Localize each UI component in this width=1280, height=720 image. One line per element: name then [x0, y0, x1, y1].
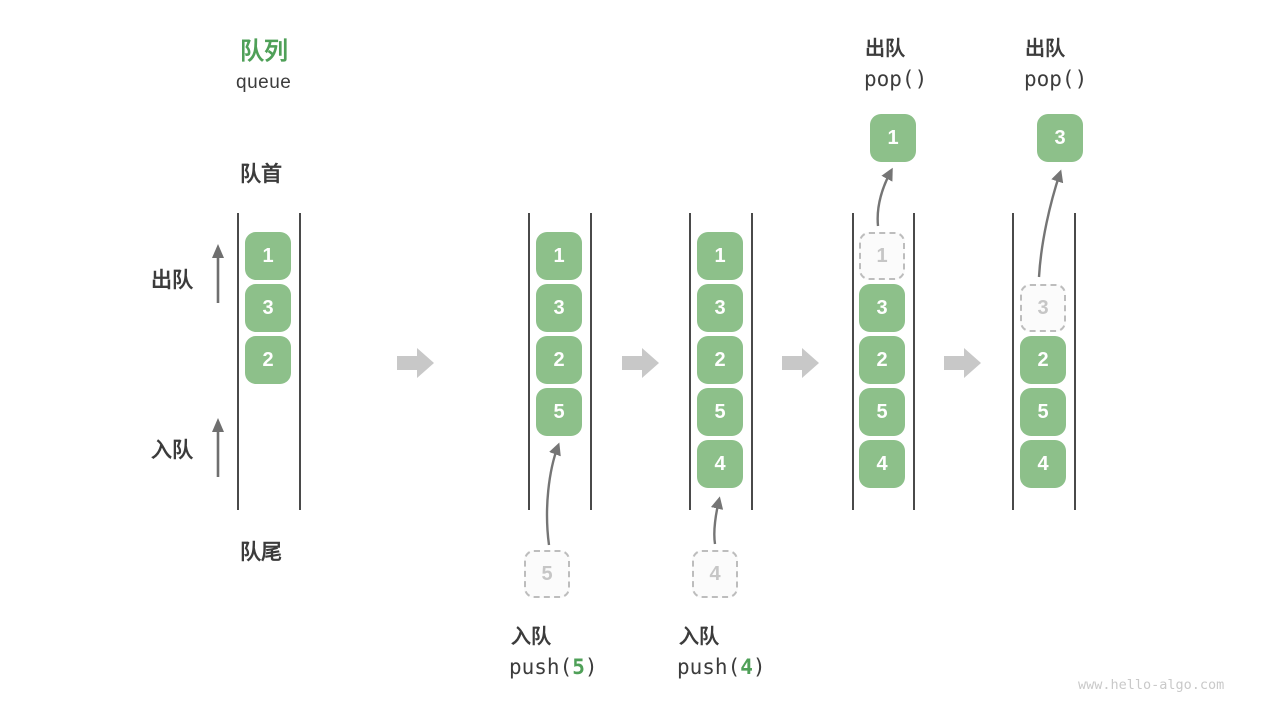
- watermark: www.hello-algo.com: [1078, 677, 1225, 693]
- queue-cell: 2: [245, 336, 291, 384]
- queue-wall: [590, 213, 592, 510]
- enqueue-direction-arrow-icon: [212, 418, 224, 477]
- queue-cell: 3: [245, 284, 291, 332]
- queue-wall: [237, 213, 239, 510]
- push-code-arg: 4: [740, 655, 753, 679]
- queue-cell: 3: [536, 284, 582, 332]
- queue-cell: 2: [1020, 336, 1066, 384]
- label-enqueue-side: 入队: [151, 439, 193, 462]
- popped-value-box: 3: [1037, 114, 1083, 162]
- queue-cell: 3: [697, 284, 743, 332]
- push-op-code: push(4): [677, 655, 766, 679]
- pop-op-code: pop(): [864, 67, 928, 91]
- queue-wall: [299, 213, 301, 510]
- queue-cell: 2: [697, 336, 743, 384]
- push-code-close: ): [584, 655, 598, 679]
- queue-wall: [1012, 213, 1014, 510]
- step-arrow-icon: [622, 348, 659, 378]
- push-code-arg: 5: [572, 655, 585, 679]
- label-queue-rear: 队尾: [240, 541, 282, 564]
- label-dequeue-side: 出队: [151, 269, 193, 292]
- queue-wall: [751, 213, 753, 510]
- queue-cell-ghost: 1: [859, 232, 905, 280]
- queue-cell: 1: [245, 232, 291, 280]
- diagram-title-en: queue: [236, 72, 292, 93]
- queue-wall: [528, 213, 530, 510]
- pop-op-code: pop(): [1024, 67, 1088, 91]
- queue-wall: [1074, 213, 1076, 510]
- push-op-title: 入队: [679, 626, 719, 648]
- push-code-close: ): [752, 655, 766, 679]
- push-5-arrow-icon: [545, 442, 561, 546]
- dequeue-direction-arrow-icon: [212, 244, 224, 303]
- queue-wall: [852, 213, 854, 510]
- popped-value-box: 1: [870, 114, 916, 162]
- pop-op-title: 出队: [865, 38, 905, 60]
- queue-cell: 5: [1020, 388, 1066, 436]
- step-arrow-icon: [397, 348, 434, 378]
- queue-cell: 5: [859, 388, 905, 436]
- push-4-arrow-icon: [710, 496, 724, 545]
- queue-cell: 4: [1020, 440, 1066, 488]
- queue-cell: 5: [697, 388, 743, 436]
- push-code-open: push(: [677, 655, 741, 679]
- queue-cell: 1: [697, 232, 743, 280]
- push-value-box: 4: [692, 550, 738, 598]
- queue-cell: 5: [536, 388, 582, 436]
- push-value-box: 5: [524, 550, 570, 598]
- queue-cell: 1: [536, 232, 582, 280]
- queue-cell: 4: [697, 440, 743, 488]
- diagram-title-zh: 队列: [240, 38, 288, 65]
- step-arrow-icon: [782, 348, 819, 378]
- queue-cell-ghost: 3: [1020, 284, 1066, 332]
- queue-cell: 4: [859, 440, 905, 488]
- pop-3-arrow-icon: [1037, 169, 1064, 278]
- queue-cell: 2: [859, 336, 905, 384]
- pop-op-title: 出队: [1025, 38, 1065, 60]
- label-queue-front: 队首: [240, 163, 282, 186]
- push-code-open: push(: [509, 655, 573, 679]
- step-arrow-icon: [944, 348, 981, 378]
- queue-wall: [689, 213, 691, 510]
- queue-wall: [913, 213, 915, 510]
- push-op-title: 入队: [511, 626, 551, 648]
- queue-cell: 2: [536, 336, 582, 384]
- push-op-code: push(5): [509, 655, 598, 679]
- pop-1-arrow-icon: [876, 167, 893, 227]
- queue-cell: 3: [859, 284, 905, 332]
